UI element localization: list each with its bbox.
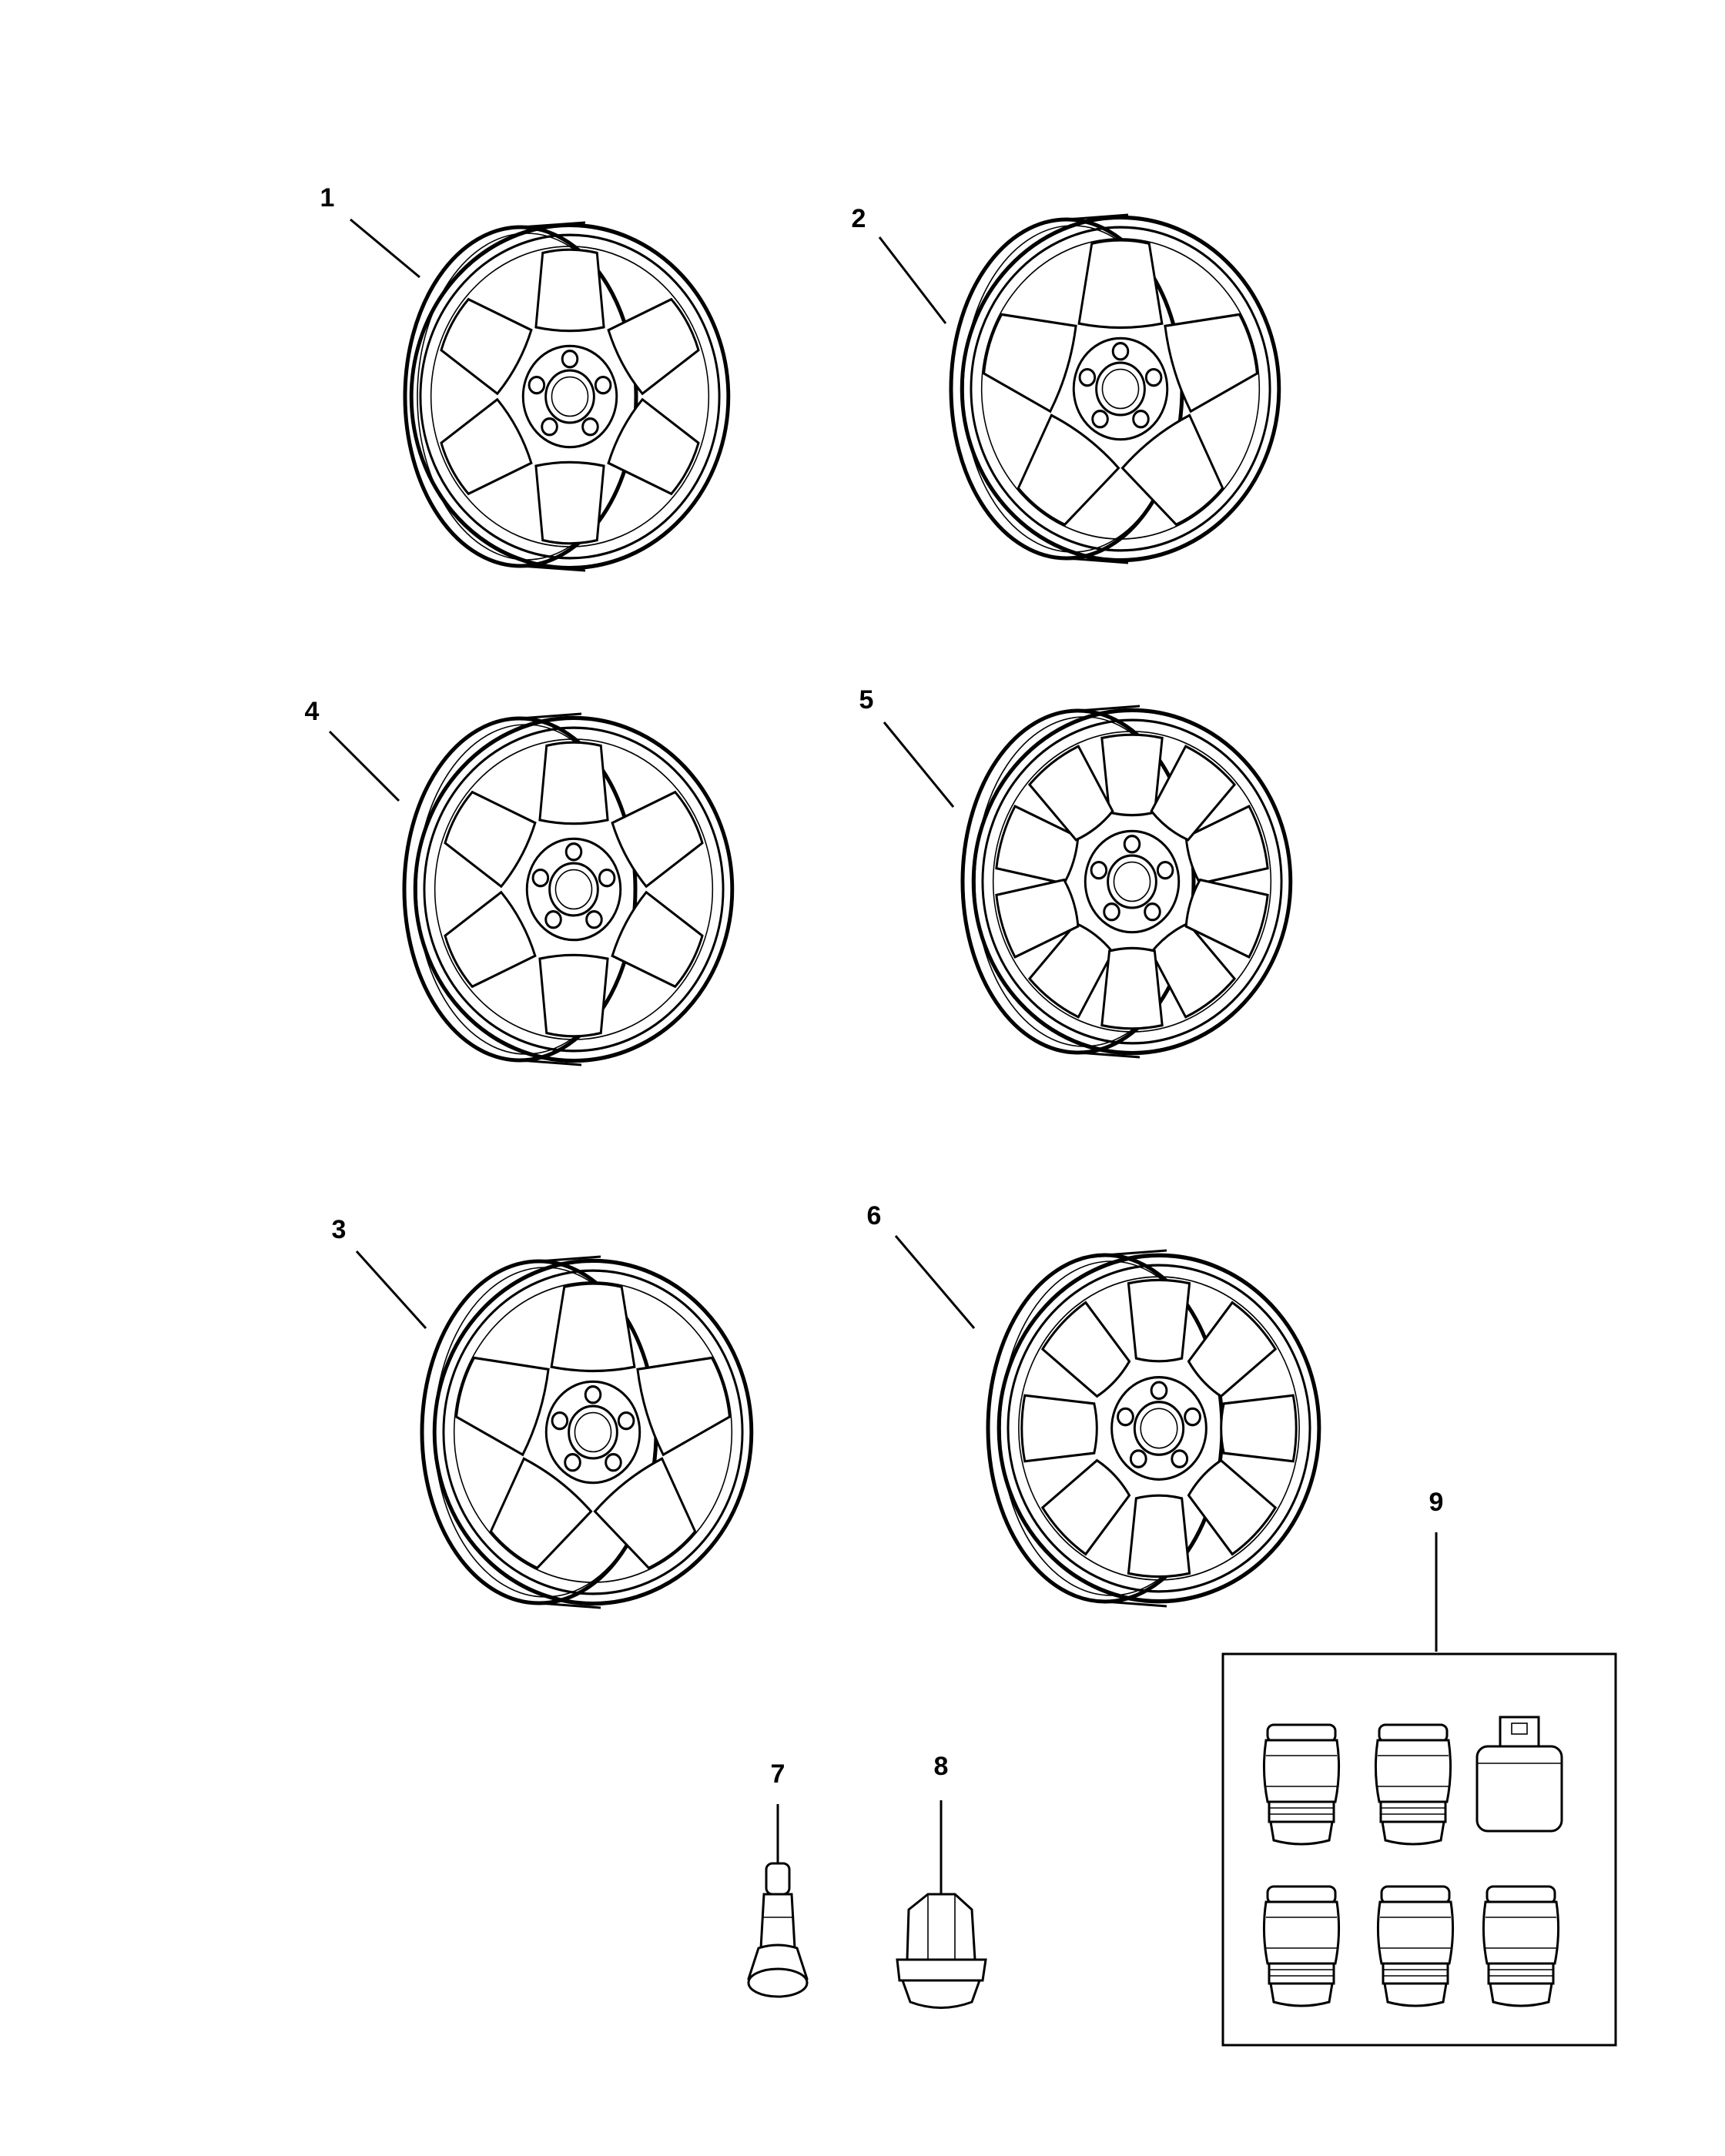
wheel-lock-kit-icon	[1221, 1652, 1617, 2047]
callout-5: 5	[859, 685, 874, 715]
wheel-3-alloy-icon	[420, 1255, 752, 1609]
lock-nut-icon	[1482, 1885, 1560, 2007]
callout-2: 2	[852, 204, 866, 233]
wheel-4-alloy-icon	[402, 712, 732, 1066]
callout-4: 4	[305, 697, 320, 726]
wheel-2-alloy-icon	[949, 213, 1279, 564]
lock-nut-icon	[1374, 1723, 1452, 1846]
callout-6: 6	[867, 1201, 882, 1230]
lug-nut-icon	[896, 1800, 987, 2009]
callout-7: 7	[771, 1759, 785, 1789]
callout-1: 1	[320, 183, 335, 213]
wheel-5-alloy-icon	[960, 705, 1291, 1059]
lock-nut-icon	[1262, 1723, 1341, 1846]
lock-nut-icon	[1376, 1885, 1455, 2007]
valve-stem-icon	[747, 1804, 809, 1998]
lock-key-icon	[1475, 1716, 1563, 1833]
callout-9: 9	[1429, 1488, 1444, 1517]
callout-8: 8	[934, 1752, 949, 1781]
wheel-1-steel-icon	[403, 221, 729, 572]
wheel-6-alloy-icon	[986, 1249, 1319, 1608]
callout-3: 3	[332, 1215, 347, 1244]
lock-nut-icon	[1262, 1885, 1341, 2007]
kit-frame	[1221, 1652, 1617, 2047]
